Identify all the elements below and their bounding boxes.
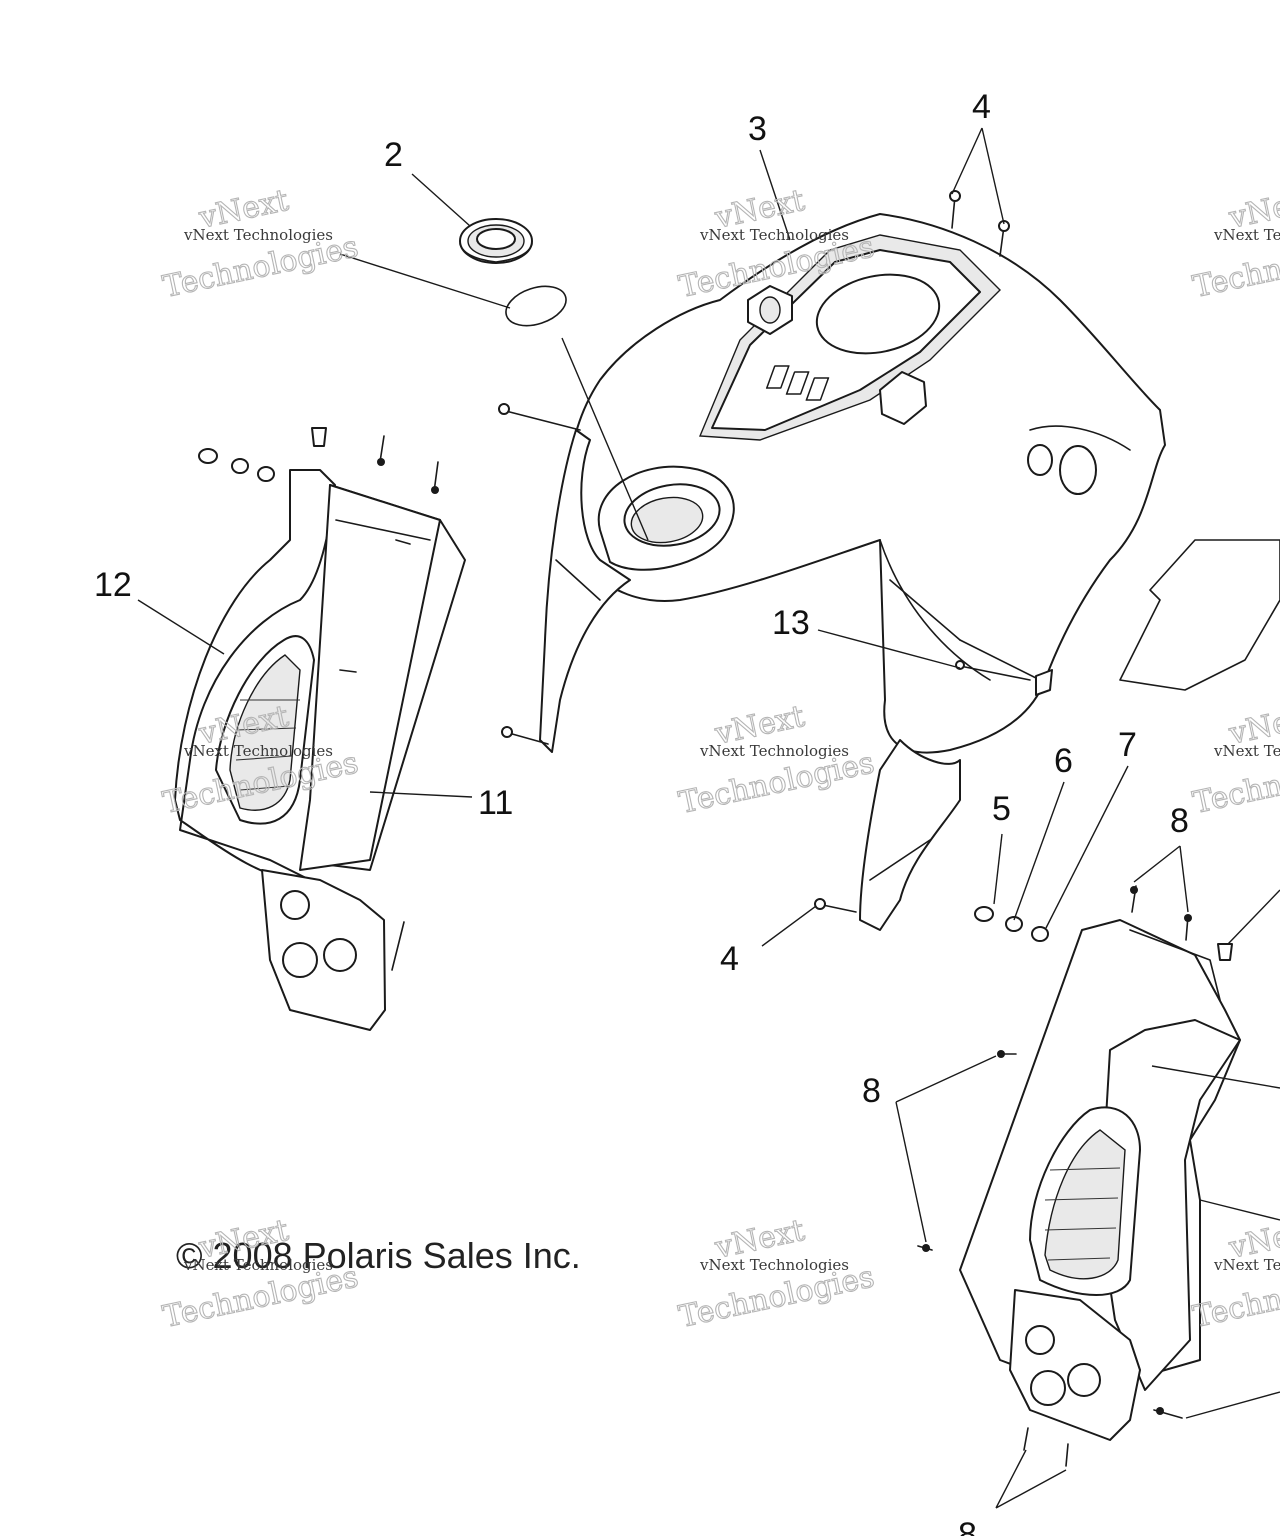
callout-8-upper: 8 [1170,802,1189,840]
svg-text:vNext Technologies: vNext Technologies [699,226,849,244]
watermark: vNext vNext Technologies Technologies [675,698,878,821]
callout-5: 5 [992,790,1011,828]
watermark: vNext vNext Technologies Technologies [159,1212,362,1335]
svg-text:vNext Technologies: vNext Technologies [183,742,333,760]
part-3-hood [539,213,1166,931]
vent-slots [765,365,830,401]
left-bottom-plate [261,869,386,1031]
callout-labels: 2 3 4 4 5 6 7 8 8 8 11 12 13 [94,88,1189,1536]
callout-4-bottom: 4 [720,940,739,978]
watermark: vNext vNext Technologies Technologies [159,182,362,305]
callout-13: 13 [772,604,810,642]
decal-outline [1119,539,1280,691]
leader-lines [137,127,1280,1509]
right-side-panel [959,919,1241,1391]
part-12-left-side-panel [174,469,336,891]
watermark: vNext vNext Technologies Technologies [1189,1212,1280,1335]
svg-text:vNext Technologies: vNext Technologies [1213,1256,1280,1274]
svg-text:vNext Technologies: vNext Technologies [699,1256,849,1274]
copyright-notice: © 2008 Polaris Sales Inc. [176,1235,581,1276]
callout-11: 11 [478,784,513,822]
svg-text:vNext Technologies: vNext Technologies [183,1256,333,1274]
svg-text:vNext Technologies: vNext Technologies [183,226,333,244]
part-2-fill-cap [459,218,533,264]
callout-4-top: 4 [972,88,991,126]
callout-7: 7 [1118,726,1137,764]
callout-8-lower: 8 [958,1516,977,1536]
o-ring [505,285,567,327]
callout-3: 3 [748,110,767,148]
callout-2: 2 [384,136,403,174]
watermark: vNext vNext Technologies Technologies [1189,698,1280,821]
right-bottom-plate [1009,1289,1141,1441]
svg-text:vNext Technologies: vNext Technologies [699,742,849,760]
watermark: vNext vNext Technologies Technologies [675,1212,878,1335]
svg-text:vNext Technologies: vNext Technologies [1213,742,1280,760]
svg-text:vNext Technologies: vNext Technologies [1213,226,1280,244]
callout-6: 6 [1054,742,1073,780]
part-11-left-inner-panel [299,484,466,871]
watermark: vNext vNext Technologies Technologies [1189,182,1280,305]
callout-12: 12 [94,566,132,604]
callout-8-middle: 8 [862,1072,881,1110]
hardware-fasteners [198,190,1233,1467]
